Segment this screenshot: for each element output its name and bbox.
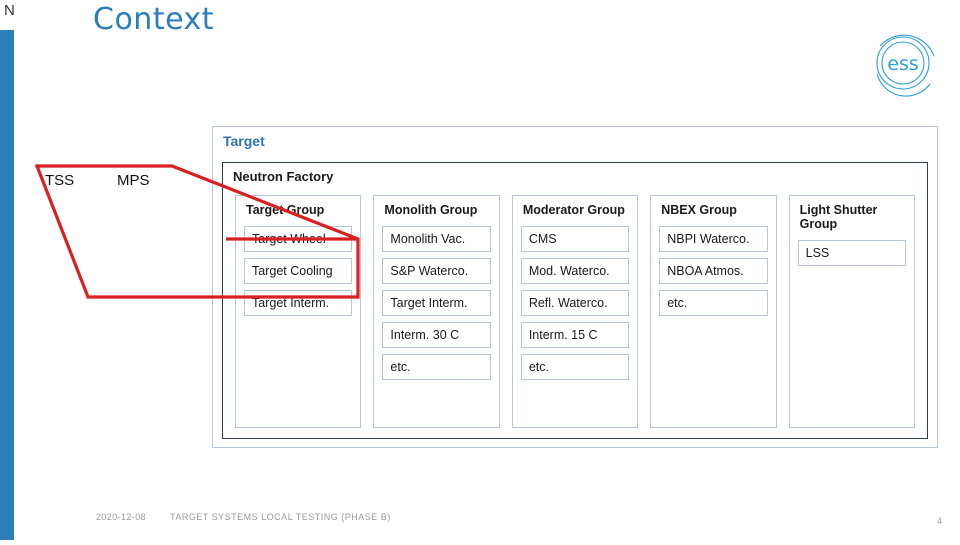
group-item: Monolith Vac.	[382, 226, 491, 252]
group-target: Target Group Target Wheel Target Cooling…	[235, 195, 362, 428]
page-title: Context	[93, 2, 215, 37]
group-title: Monolith Group	[384, 203, 478, 217]
group-item: etc.	[659, 290, 768, 316]
diagram-outer-label: Target	[223, 133, 265, 149]
group-light-shutter: Light Shutter Group LSS	[788, 195, 916, 428]
footer-date: 2020-12-08	[96, 512, 147, 522]
ess-logo: ess	[864, 26, 942, 104]
group-title: Moderator Group	[522, 203, 625, 217]
target-diagram: Target Neutron Factory Target Group Targ…	[212, 126, 938, 448]
group-moderator: Moderator Group CMS Mod. Waterco. Refl. …	[511, 195, 639, 428]
group-item: etc.	[382, 354, 491, 380]
group-item: NBPI Waterco.	[659, 226, 768, 252]
diagram-inner-label: Neutron Factory	[233, 169, 334, 184]
group-title: Target Group	[246, 203, 325, 217]
group-item: CMS	[520, 226, 630, 252]
group-item: LSS	[797, 240, 907, 266]
group-title: NBEX Group	[661, 203, 737, 217]
group-nbex: NBEX Group NBPI Waterco. NBOA Atmos. etc…	[650, 195, 777, 428]
group-item: Refl. Waterco.	[520, 290, 630, 316]
svg-text:ess: ess	[887, 53, 919, 75]
neutron-factory-box: Neutron Factory Target Group Target Whee…	[222, 162, 928, 439]
group-title: Light Shutter Group	[799, 203, 878, 231]
group-item: Interm. 30 C	[382, 322, 491, 348]
group-item: Target Interm.	[382, 290, 491, 316]
footer-page-number: 4	[936, 516, 942, 526]
annotation-label-mps: MPS	[117, 172, 150, 189]
group-monolith: Monolith Group Monolith Vac. S&P Waterco…	[373, 195, 500, 428]
group-item: Target Wheel	[244, 226, 353, 252]
group-item: Target Cooling	[244, 258, 353, 284]
annotation-label-tss: TSS	[45, 172, 75, 189]
group-item: Mod. Waterco.	[520, 258, 630, 284]
group-container: Target Group Target Wheel Target Cooling…	[235, 195, 916, 428]
footer-text: TARGET SYSTEMS LOCAL TESTING (PHASE B)	[170, 512, 391, 522]
group-item: S&P Waterco.	[382, 258, 491, 284]
left-accent-bar	[0, 30, 14, 540]
group-item: etc.	[520, 354, 630, 380]
group-item: NBOA Atmos.	[659, 258, 768, 284]
slide-marker: N	[4, 2, 15, 19]
group-item: Interm. 15 C	[520, 322, 630, 348]
group-item: Target Interm.	[244, 290, 353, 316]
